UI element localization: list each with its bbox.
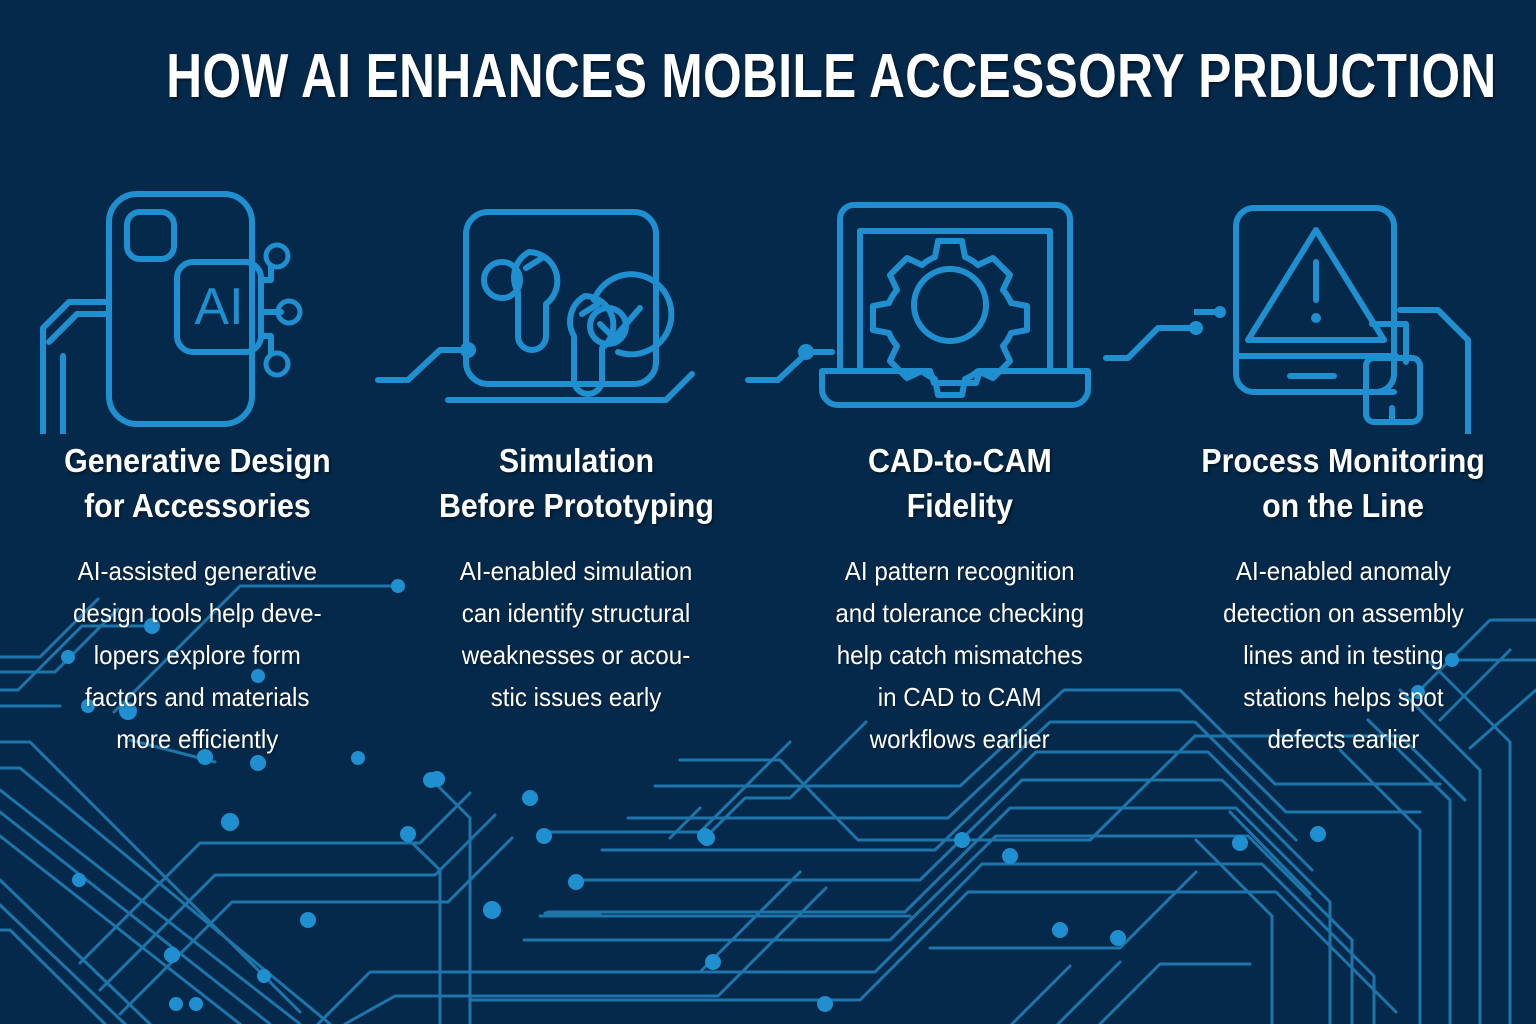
column-body-text: AI-enabled anomaly detection on assembly… bbox=[1222, 556, 1464, 754]
column-simulation: Simulation Before Prototyping AI-enabled… bbox=[384, 180, 768, 800]
column-process-monitoring: Process Monitoring on the Line AI-enable… bbox=[1152, 180, 1536, 800]
column-cad-to-cam: CAD-to-CAM Fidelity AI pattern recogniti… bbox=[768, 180, 1152, 800]
column-body-text: AI-enabled simulation can identify struc… bbox=[459, 556, 693, 712]
column-heading: Simulation Before Prototyping bbox=[438, 442, 714, 524]
columns-container: AI Generative Design for Accessories AI-… bbox=[0, 180, 1536, 800]
column-body-text: AI pattern recognition and tolerance che… bbox=[835, 556, 1085, 754]
column-heading: Process Monitoring on the Line bbox=[1201, 442, 1485, 524]
column-generative-design: AI Generative Design for Accessories AI-… bbox=[0, 180, 384, 800]
column-heading: CAD-to-CAM Fidelity bbox=[868, 442, 1052, 524]
column-body-text: AI-assisted generative design tools help… bbox=[73, 556, 322, 754]
title-container: HOW AI ENHANCES MOBILE ACCESSORY PRDUCTI… bbox=[0, 42, 1536, 112]
smartphone-ai-chip-icon: AI bbox=[0, 180, 384, 438]
column-heading: Generative Design for Accessories bbox=[64, 442, 331, 524]
monitor-warning-alert-icon bbox=[1152, 180, 1536, 438]
ai-chip-label: AI bbox=[194, 278, 243, 336]
laptop-gear-icon bbox=[768, 180, 1152, 438]
earbuds-simulation-screen-icon bbox=[384, 180, 768, 438]
page-title: HOW AI ENHANCES MOBILE ACCESSORY PRDUCTI… bbox=[166, 42, 1497, 111]
